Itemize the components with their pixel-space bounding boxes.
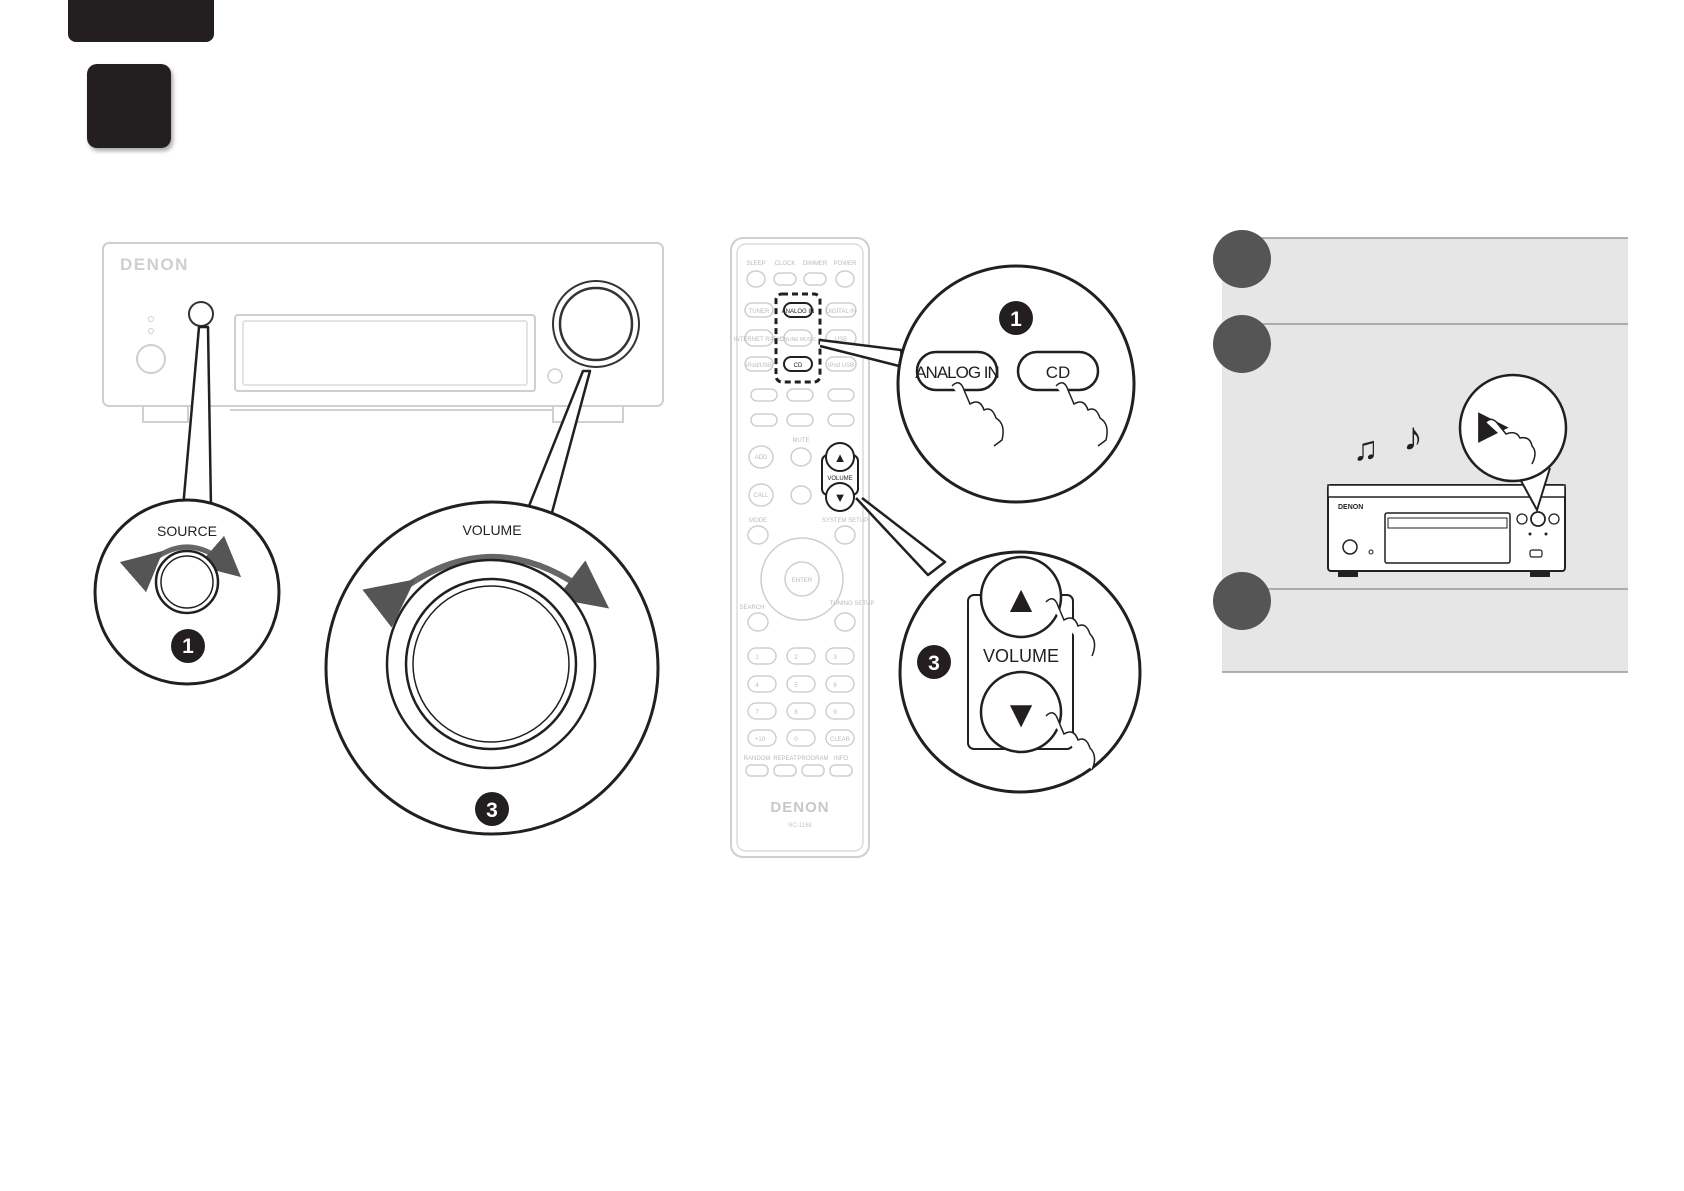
- receiver-brand: DENON: [120, 255, 189, 274]
- step-3-badge: [475, 792, 509, 826]
- volume-up-button: [979, 555, 1063, 639]
- svg-text:VOLUME: VOLUME: [983, 646, 1059, 666]
- svg-text:ADD: ADD: [755, 455, 768, 461]
- svg-text:+10: +10: [755, 737, 766, 743]
- svg-text:ANALOG IN: ANALOG IN: [915, 363, 999, 382]
- svg-text:MUTE: MUTE: [793, 438, 810, 444]
- svg-text:iPod USB: iPod USB: [828, 363, 854, 369]
- step-circle-2: [1213, 315, 1271, 373]
- volume-callout: VOLUME 3: [324, 500, 660, 836]
- svg-text:▲: ▲: [1002, 579, 1040, 621]
- svg-text:REPEAT: REPEAT: [773, 756, 797, 762]
- svg-text:TUNER: TUNER: [749, 309, 770, 315]
- svg-text:SLEEP: SLEEP: [746, 261, 765, 267]
- svg-text:INFO: INFO: [834, 756, 849, 762]
- remote-analog-in-button: [783, 302, 813, 318]
- hand-pointer-icon: [1045, 712, 1096, 771]
- svg-text:CALL: CALL: [753, 493, 769, 499]
- svg-text:PROGRAM: PROGRAM: [797, 756, 828, 762]
- svg-text:ENTER: ENTER: [792, 578, 813, 584]
- svg-text:▲: ▲: [834, 450, 847, 465]
- remote-volume-down: [825, 482, 855, 512]
- player-play-button: [1530, 511, 1546, 527]
- cd-player: DENON: [1327, 484, 1566, 577]
- svg-text:CLOCK: CLOCK: [775, 261, 796, 267]
- remote-volume-up: [825, 442, 855, 472]
- svg-text:1: 1: [755, 655, 759, 661]
- svg-text:3: 3: [928, 652, 940, 675]
- step-circle-1: [1213, 230, 1271, 288]
- svg-text:CD: CD: [794, 363, 803, 369]
- svg-text:1: 1: [1010, 308, 1022, 331]
- input-step-badge: [999, 301, 1033, 335]
- svg-text:▼: ▼: [1002, 694, 1040, 736]
- svg-text:TUNING SETUP: TUNING SETUP: [830, 601, 875, 607]
- svg-text:0: 0: [794, 737, 798, 743]
- svg-text:▼: ▼: [834, 490, 847, 505]
- volume-label: VOLUME: [462, 522, 521, 538]
- input-callout: 1 ANALOG IN CD: [896, 264, 1136, 504]
- svg-text:SYSTEM SETUP: SYSTEM SETUP: [822, 518, 868, 524]
- svg-text:5: 5: [794, 683, 798, 689]
- svg-text:2: 2: [794, 655, 798, 661]
- svg-text:VOLUME: VOLUME: [827, 476, 852, 482]
- svg-text:POWER: POWER: [834, 261, 857, 267]
- section-marker: [87, 64, 171, 148]
- svg-text:ANALOG IN: ANALOG IN: [782, 309, 815, 315]
- hand-pointer-icon: [1055, 382, 1108, 447]
- hand-pointer-icon: [1485, 418, 1536, 465]
- cd-button: [1016, 350, 1100, 392]
- svg-text:7: 7: [755, 710, 759, 716]
- remote-volume-callout: ▲ VOLUME ▼ 3: [898, 550, 1142, 794]
- svg-text:DIGITAL IN: DIGITAL IN: [826, 309, 856, 315]
- svg-text:RANDOM: RANDOM: [744, 756, 771, 762]
- svg-text:MODE: MODE: [749, 518, 767, 524]
- svg-text:1: 1: [182, 635, 194, 658]
- svg-text:4: 4: [755, 683, 759, 689]
- source-callout: SOURCE 1: [93, 498, 281, 686]
- svg-text:CLEAR: CLEAR: [830, 737, 851, 743]
- source-label: SOURCE: [157, 523, 217, 539]
- hand-pointer-icon: [1045, 598, 1096, 657]
- svg-text:9: 9: [833, 710, 837, 716]
- svg-text:iPod/USB: iPod/USB: [746, 363, 772, 369]
- remote-model: RC-1168: [788, 823, 812, 829]
- step-1-badge: [171, 629, 205, 663]
- music-note-icon: ♪: [1403, 415, 1423, 459]
- svg-text:DIMMER: DIMMER: [803, 261, 828, 267]
- player-brand: DENON: [1338, 504, 1363, 511]
- step-circle-3: [1213, 572, 1271, 630]
- remote-cd-button: [783, 356, 813, 372]
- svg-text:CD: CD: [1046, 363, 1071, 382]
- volume-down-button: [979, 670, 1063, 754]
- remote-brand: DENON: [770, 799, 829, 816]
- source-knob-small: [188, 301, 214, 327]
- hand-pointer-icon: [951, 382, 1004, 447]
- svg-text:3: 3: [833, 655, 837, 661]
- remote-control: SLEEP CLOCK DIMMER POWER: [730, 237, 875, 858]
- music-note-icon: ♫: [1353, 430, 1379, 468]
- page-tab: [68, 0, 214, 42]
- svg-text:ONLINE MUSIC: ONLINE MUSIC: [780, 337, 817, 343]
- svg-text:USB: USB: [835, 337, 847, 343]
- svg-text:INTERNET RADIO: INTERNET RADIO: [734, 337, 785, 343]
- volume-step-badge: [917, 645, 951, 679]
- steps-panel: DENON ▶ ♫ ♪: [1213, 230, 1628, 673]
- svg-text:6: 6: [833, 683, 837, 689]
- svg-text:8: 8: [794, 710, 798, 716]
- svg-text:3: 3: [486, 799, 498, 822]
- svg-text:SEARCH: SEARCH: [739, 605, 764, 611]
